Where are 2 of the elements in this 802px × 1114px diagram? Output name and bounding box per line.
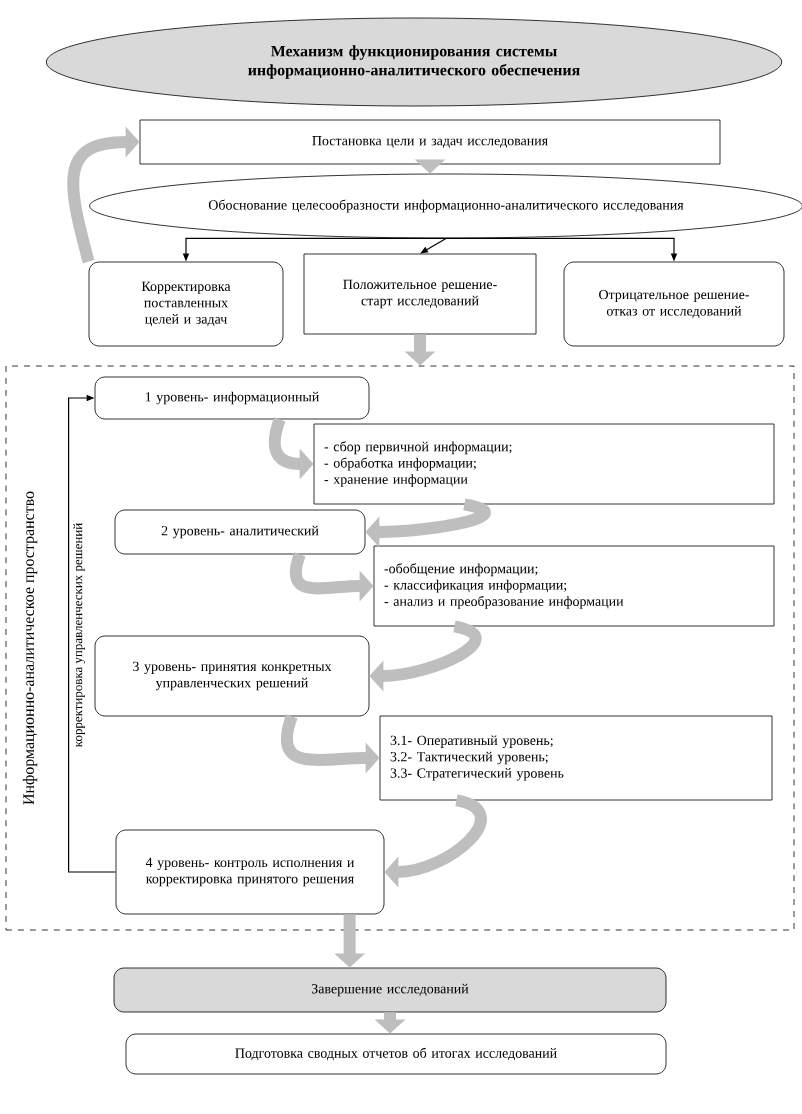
arrow: [68, 394, 117, 873]
arrow: [420, 237, 447, 254]
